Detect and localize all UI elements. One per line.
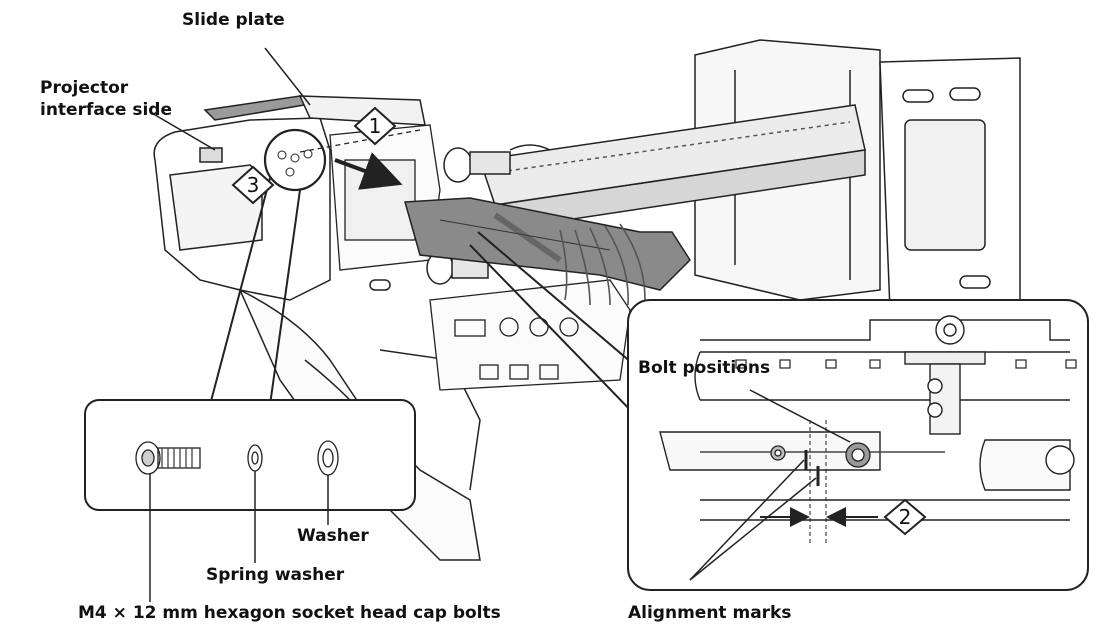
step-1-number: 1 xyxy=(369,114,382,138)
bolt-detail-circle xyxy=(263,128,327,192)
hex-bolt-icon xyxy=(135,441,201,475)
projector-interface-panel xyxy=(329,124,631,391)
extension-arm xyxy=(479,104,866,231)
step-3-number: 3 xyxy=(247,173,260,197)
cables xyxy=(559,223,646,306)
detail-slot-bolts xyxy=(770,442,871,468)
washer-label: Washer xyxy=(297,526,369,546)
detail-leader-upper xyxy=(477,231,653,381)
step-badge-1: 1 xyxy=(353,106,397,146)
detail-top-bolts xyxy=(735,359,1077,369)
slide-plate xyxy=(404,197,691,291)
spring-washer-icon xyxy=(247,444,263,472)
inset-leader-right xyxy=(269,189,301,406)
step-badge-2: 2 xyxy=(883,498,927,536)
step-badge-3: 3 xyxy=(231,165,275,205)
alignment-dashed-line xyxy=(299,129,421,153)
detail-bracket xyxy=(659,315,1075,521)
projector-interface-leader xyxy=(149,111,216,151)
projector-interface-label-line1: Projector xyxy=(40,78,129,98)
inset-leader-left xyxy=(209,177,271,406)
bolt-detail-bolts xyxy=(277,149,313,177)
bolt-positions-leader xyxy=(749,389,851,443)
bolt-positions-label: Bolt positions xyxy=(638,358,771,378)
slide-direction-arrow xyxy=(334,152,403,190)
washer-icon xyxy=(317,440,339,476)
bolts-label: M4 × 12 mm hexagon socket head cap bolts xyxy=(78,603,501,623)
slide-plate-leader xyxy=(264,47,311,106)
alignment-marks-label: Alignment marks xyxy=(628,603,792,623)
alignment-marks-leader-b xyxy=(689,477,817,581)
adjustment-knobs xyxy=(426,144,551,285)
alignment-marks-leader-a xyxy=(689,459,805,581)
detail-leader-lower xyxy=(469,244,641,421)
step-2-number: 2 xyxy=(899,505,912,529)
spring-washer-label: Spring washer xyxy=(206,565,345,585)
slide-plate-label: Slide plate xyxy=(182,10,285,30)
projector-interface-label-line2: interface side xyxy=(40,100,173,120)
